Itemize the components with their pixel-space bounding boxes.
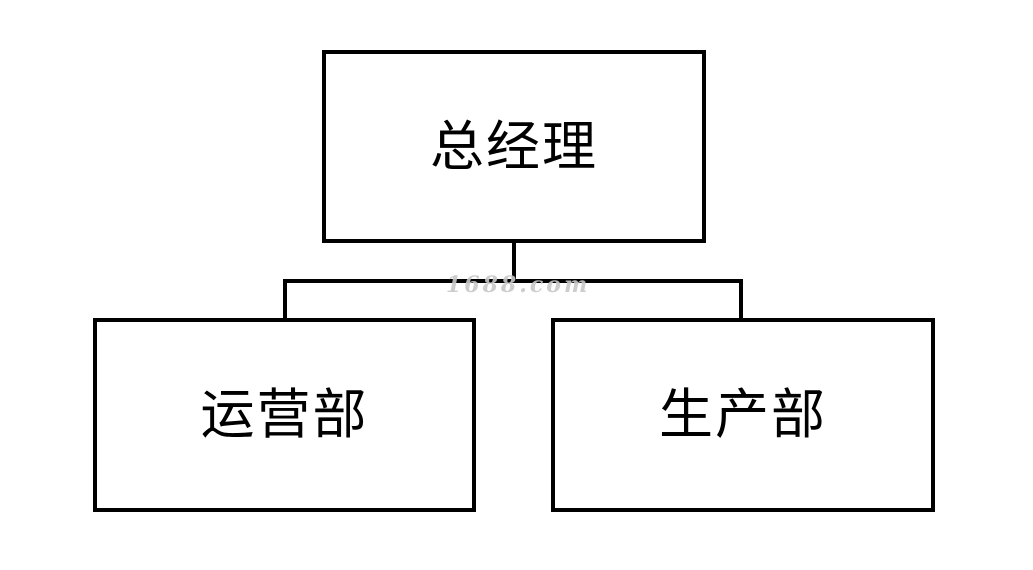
node-label-production-dept: 生产部 [659,383,827,446]
node-operations-dept: 运营部 [93,318,476,512]
node-label-operations-dept: 运营部 [200,383,369,446]
node-label-general-manager: 总经理 [430,114,598,178]
node-general-manager: 总经理 [322,50,706,243]
watermark-text: 1688.com [446,272,591,298]
node-production-dept: 生产部 [551,318,935,512]
